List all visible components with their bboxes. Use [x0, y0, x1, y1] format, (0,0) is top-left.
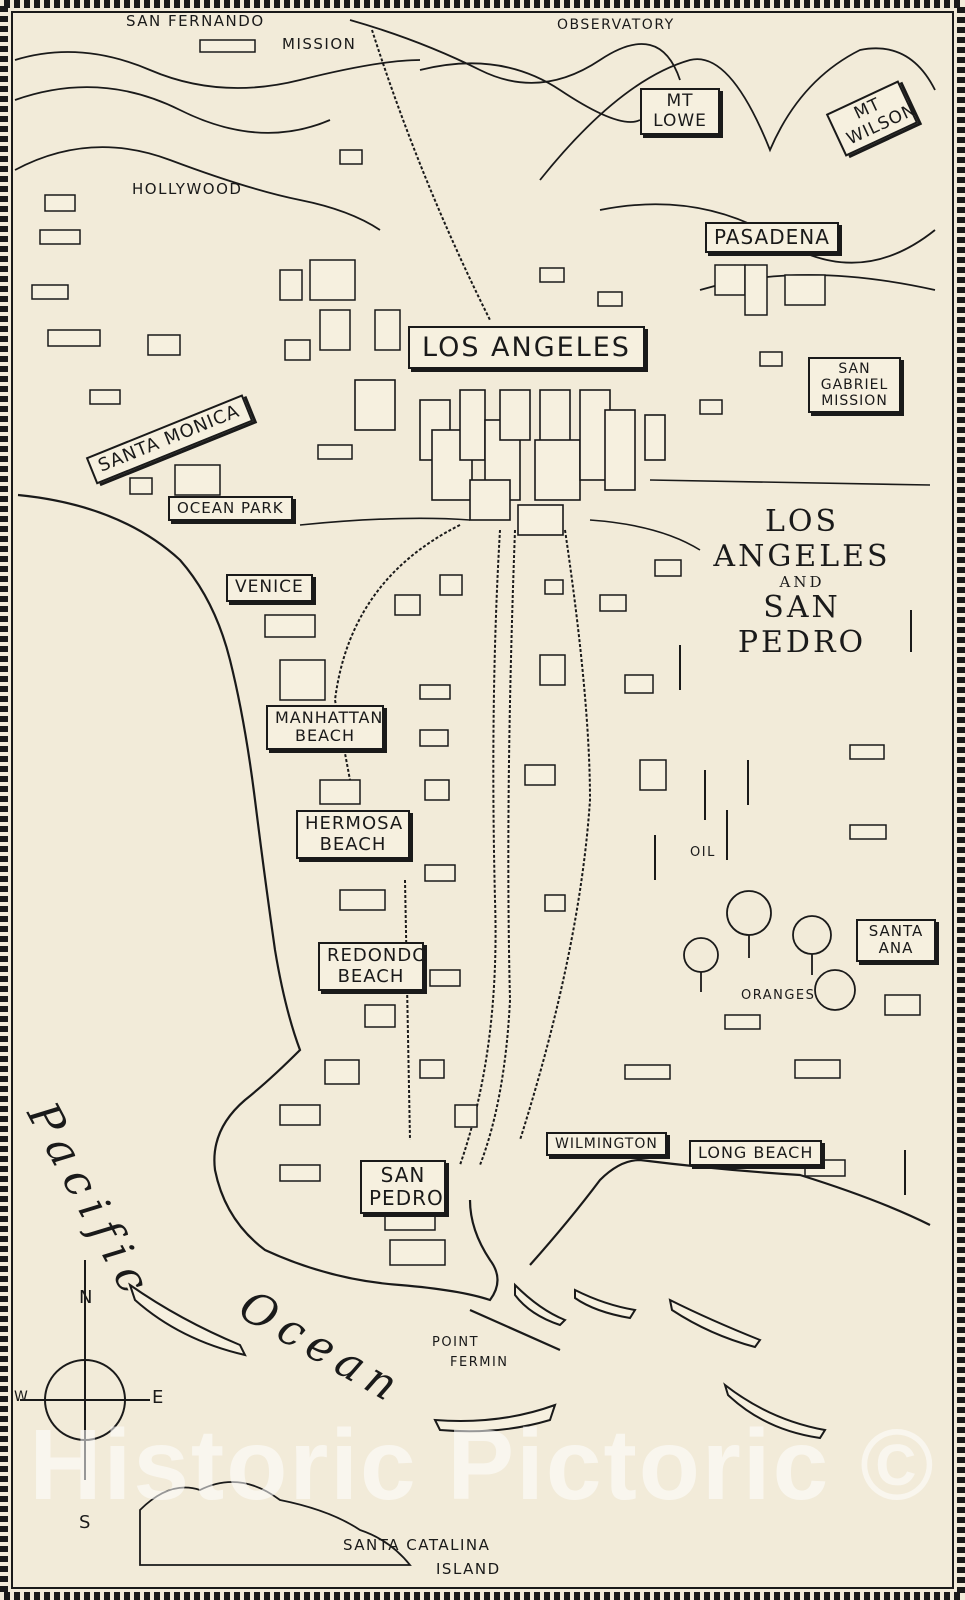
sign-manhattan-beach: MANHATTAN BEACH	[266, 705, 384, 750]
compass-n: N	[79, 1287, 93, 1308]
houses	[31, 39, 921, 1266]
compass-e: E	[152, 1387, 164, 1408]
railways	[333, 29, 592, 1166]
label-santa-catalina: SANTA CATALINA	[343, 1536, 491, 1554]
label-point: POINT	[432, 1335, 480, 1350]
sign-long-beach: LONG BEACH	[689, 1140, 823, 1167]
label-observatory: OBSERVATORY	[557, 17, 675, 33]
compass-rose	[20, 1260, 150, 1480]
watermark: Historic Pictoric ©	[29, 1420, 936, 1510]
coastline	[17, 493, 931, 1352]
sign-venice: VENICE	[226, 574, 313, 602]
sign-los-angeles: LOS ANGELES	[408, 326, 645, 370]
sign-san-gabriel-mission: SAN GABRIEL MISSION	[808, 357, 901, 414]
label-fermin: FERMIN	[450, 1355, 509, 1370]
sign-redondo-beach: REDONDO BEACH	[318, 942, 426, 992]
label-oranges: ORANGES	[741, 988, 816, 1003]
ships	[128, 1282, 827, 1440]
title-line: SAN	[763, 590, 841, 626]
map-title-cartouche: LOS ANGELES AND SAN PEDRO	[712, 504, 892, 725]
city-skyline	[354, 379, 666, 536]
label-island: ISLAND	[436, 1560, 501, 1578]
label-san-fernando: SAN FERNANDO	[126, 12, 265, 30]
sign-wilmington: WILMINGTON	[546, 1132, 667, 1157]
sign-san-pedro: SAN PEDRO	[360, 1160, 446, 1214]
sign-ocean-park: OCEAN PARK	[168, 496, 293, 522]
title-line: PEDRO	[737, 624, 867, 660]
sign-santa-ana: SANTA ANA	[856, 919, 936, 962]
sign-hermosa-beach: HERMOSA BEACH	[296, 810, 410, 860]
label-mission: MISSION	[282, 35, 357, 53]
title-and: AND	[779, 573, 825, 591]
title-line: ANGELES	[713, 538, 891, 574]
label-hollywood: HOLLYWOOD	[132, 180, 243, 198]
sign-pasadena: PASADENA	[705, 222, 839, 253]
compass-s: S	[79, 1512, 91, 1533]
label-oil: OIL	[690, 845, 716, 860]
oil-derricks	[654, 610, 912, 1195]
compass-w: W	[14, 1389, 28, 1405]
sign-mt-lowe: MT LOWE	[640, 88, 720, 136]
catalina-island	[139, 1481, 412, 1566]
title-line: LOS	[764, 504, 840, 539]
orange-trees	[683, 890, 856, 1011]
